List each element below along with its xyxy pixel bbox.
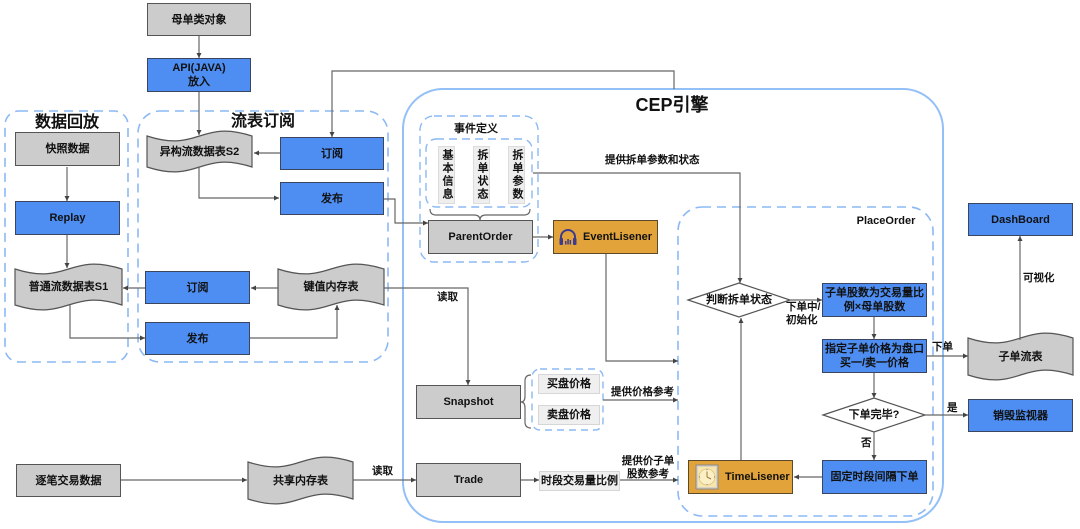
node-time-listener: TimeLisener <box>688 460 793 494</box>
node-label-line-2: 放入 <box>188 76 210 88</box>
node-label: ParentOrder <box>448 231 513 243</box>
connector-publish-to-parent-order <box>384 198 428 226</box>
edge-label-no: 否 <box>861 437 872 449</box>
connector-kv-to-snapshot <box>384 287 471 385</box>
node-tick-trade-data: 逐笔交易数据 <box>16 464 121 497</box>
node-shared-memory-table: 共享内存表 <box>273 474 328 487</box>
node-trade: Trade <box>416 463 521 497</box>
node-label: Replay <box>49 212 86 224</box>
brace-event-fields <box>429 208 531 221</box>
node-label: 买盘价格 <box>547 378 591 390</box>
edge-label-provide-split-params: 提供拆单参数和状态 <box>605 154 700 166</box>
connector-publish-low-to-kv <box>250 305 340 339</box>
group-stream-subscription <box>137 110 389 363</box>
node-subscribe-mid: 订阅 <box>145 271 250 304</box>
connector-s2-to-publish <box>198 167 279 201</box>
edge-label-visualize: 可视化 <box>1023 272 1055 284</box>
node-hetero-stream-table-s2: 异构流数据表S2 <box>159 145 240 158</box>
node-label: EventLisener <box>583 231 653 243</box>
connector-event-listener-to-place-order <box>605 254 678 364</box>
node-replay: Replay <box>15 201 120 235</box>
node-api-java: API(JAVA) 放入 <box>147 58 251 92</box>
group-title-data-replay: 数据回放 <box>34 114 100 131</box>
edge-label-read-shared: 读取 <box>372 465 393 477</box>
brace-snapshot-prices <box>520 374 532 429</box>
decision-judge-split-status: 判断拆单状态 <box>706 294 772 306</box>
group-event-fields <box>425 138 533 208</box>
edge-label-yes: 是 <box>947 402 958 414</box>
group-title-place-order: PlaceOrder <box>856 215 916 227</box>
decision-order-done: 下单完毕? <box>848 409 900 421</box>
node-label-line-2: 例×母单股数 <box>843 301 906 313</box>
node-normal-stream-table-s1: 普通流数据表S1 <box>28 281 109 293</box>
group-title-cep-engine: CEP引擎 <box>635 95 709 115</box>
edge-label-ordering-init: 下单中/ 初始化 <box>786 301 820 327</box>
node-destroy-monitor: 销毁监视器 <box>968 399 1073 432</box>
group-event-definition <box>419 115 539 263</box>
edge-label-line-1: 提供价子单 <box>621 455 675 467</box>
edge-label-line-1: 下单中/ <box>786 301 821 313</box>
node-bid-price: 买盘价格 <box>538 374 600 394</box>
connector-cep-to-subscribe <box>329 70 675 137</box>
wave-child-order-stream <box>967 332 1074 381</box>
node-child-qty: 子单股数为交易量比 例×母单股数 <box>822 283 927 317</box>
node-label: 固定时段间隔下单 <box>830 471 919 483</box>
edge-label-line-2: 初始化 <box>786 314 818 326</box>
node-label: 母单类对象 <box>171 13 227 26</box>
node-child-price: 指定子单价格为盘口 买一/卖一价格 <box>822 339 927 373</box>
node-kv-memory-table: 键值内存表 <box>303 281 359 293</box>
node-label: 订阅 <box>321 147 343 160</box>
edge-label-place-order: 下单 <box>932 341 953 353</box>
node-dashboard: DashBoard <box>968 203 1073 236</box>
node-label-line-1: 子单股数为交易量比 <box>825 287 924 299</box>
node-label-line-1: API(JAVA) <box>172 62 226 74</box>
group-data-replay <box>4 110 129 363</box>
node-label-line-1: 指定子单价格为盘口 <box>825 343 924 355</box>
group-title-stream-subscription: 流表订阅 <box>230 113 296 130</box>
edge-label-provide-price-ref: 提供价格参考 <box>611 386 674 398</box>
node-event-listener: EventLisener <box>553 220 658 254</box>
clock-icon <box>695 464 719 490</box>
field-split-params: 拆单参数 <box>508 146 525 204</box>
node-child-order-stream: 子单流表 <box>998 350 1043 363</box>
node-label-line-2: 买一/卖一价格 <box>839 357 910 369</box>
node-period-volume-ratio: 时段交易量比例 <box>539 471 620 491</box>
node-parent-order-class: 母单类对象 <box>147 3 251 36</box>
node-publish-low: 发布 <box>145 322 250 355</box>
node-snapshot: Snapshot <box>416 385 521 419</box>
wave-normal-stream-table-s1 <box>14 263 123 311</box>
node-label: 时段交易量比例 <box>541 475 618 487</box>
headphones-icon <box>557 226 579 248</box>
connector-params-to-judge <box>533 172 743 283</box>
connector-s1-to-publish-low <box>69 305 145 341</box>
node-label: Trade <box>453 474 484 486</box>
node-fixed-interval-order: 固定时段间隔下单 <box>822 460 927 494</box>
node-label: 发布 <box>186 332 209 345</box>
edge-label-provide-qty-ref: 提供价子单 股数参考 <box>620 455 676 481</box>
node-label: 快照数据 <box>45 143 90 155</box>
wave-shared-memory-table <box>247 456 354 505</box>
node-label: 订阅 <box>186 281 209 294</box>
node-ask-price: 卖盘价格 <box>538 405 600 425</box>
node-label: 销毁监视器 <box>993 409 1048 422</box>
edge-label-line-2: 股数参考 <box>627 468 669 480</box>
node-label: 逐笔交易数据 <box>35 474 102 487</box>
node-label: TimeLisener <box>725 471 790 483</box>
wave-kv-memory-table <box>277 263 385 311</box>
node-label: 发布 <box>321 192 343 205</box>
node-parent-order: ParentOrder <box>428 220 533 254</box>
group-cep-engine <box>402 88 944 523</box>
field-basic-info: 基本信息 <box>438 146 455 204</box>
node-label: DashBoard <box>991 213 1050 226</box>
edge-label-read-kv: 读取 <box>437 291 458 303</box>
field-split-status: 拆单状态 <box>473 146 490 204</box>
group-title-event-definition: 事件定义 <box>454 123 498 135</box>
wave-hetero-stream-table-s2 <box>146 130 253 173</box>
node-label: 卖盘价格 <box>547 409 591 421</box>
node-label: Snapshot <box>443 396 494 408</box>
node-snapshot-data: 快照数据 <box>15 132 120 166</box>
node-publish-top: 发布 <box>280 182 384 215</box>
node-subscribe-top: 订阅 <box>280 137 384 170</box>
